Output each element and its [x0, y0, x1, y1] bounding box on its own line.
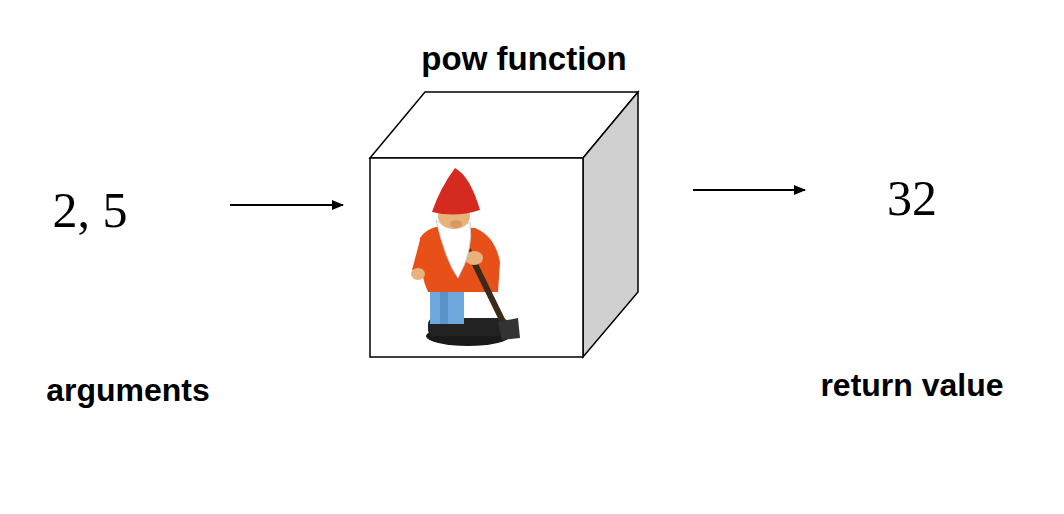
argument-values: 2, 5	[53, 181, 128, 239]
function-box: pow function	[370, 35, 678, 360]
box-heading: pow function	[370, 40, 678, 78]
gnome-figure	[411, 168, 520, 346]
caption-label: return value	[820, 367, 1003, 404]
output-arrow	[693, 189, 805, 191]
return-number: 32	[887, 169, 937, 227]
cube	[370, 92, 638, 357]
input-arrow	[230, 204, 343, 206]
caption-label: arguments	[46, 372, 210, 409]
